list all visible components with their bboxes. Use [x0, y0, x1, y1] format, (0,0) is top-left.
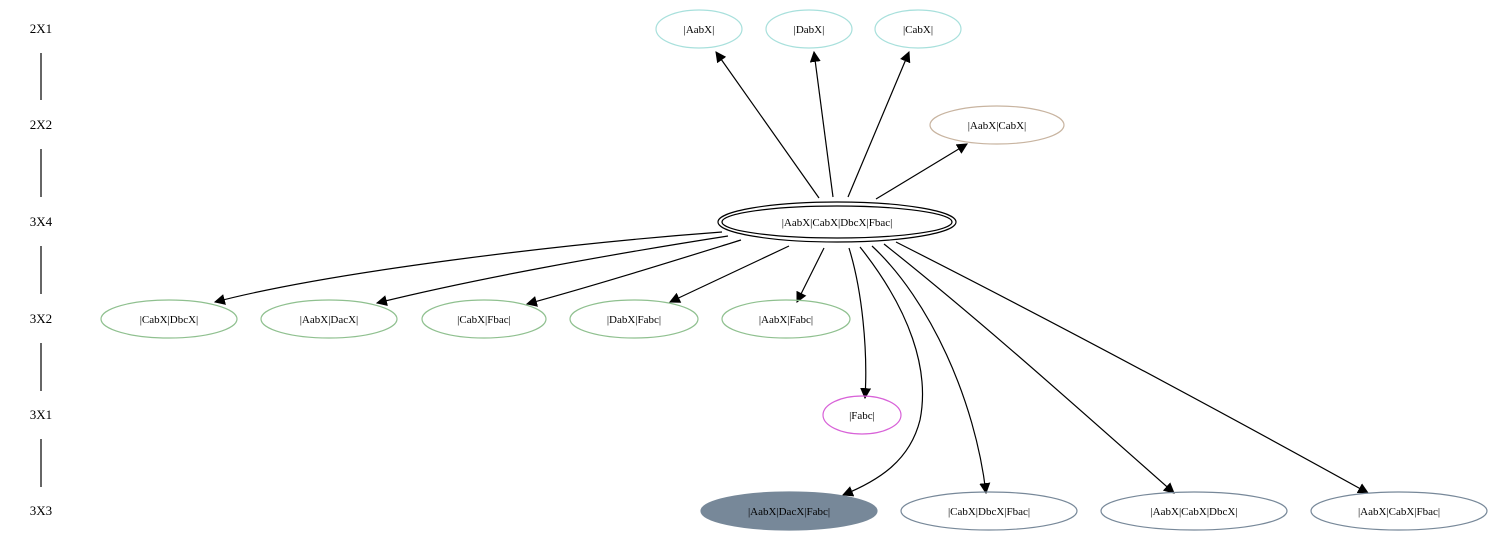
node-cabx-dbcx-fbac[interactable]: |CabX|DbcX|Fbac|: [900, 491, 1078, 531]
node-aabx-cabx-fbac[interactable]: |AabX|CabX|Fbac|: [1310, 491, 1488, 531]
node-label: |AabX|CabX|: [968, 120, 1027, 132]
node-layer: |AabX| |DabX| |CabX| |AabX|CabX| |AabX|C…: [100, 9, 1488, 531]
rank-label: 3X3: [30, 503, 52, 518]
node-label: |AabX|CabX|DbcX|Fbac|: [782, 217, 893, 229]
edge-root-to-cabx-dbcx: [213, 231, 723, 305]
node-aabx-cabx-dbcx[interactable]: |AabX|CabX|DbcX|: [1100, 491, 1288, 531]
rank-label: 3X4: [30, 214, 53, 229]
edge-root-to-aabx-dacx-fabc: [841, 246, 924, 497]
node-label: |CabX|DbcX|Fbac|: [948, 506, 1030, 518]
edge-root-to-cabx-fbac: [525, 239, 742, 307]
edge-root-to-aabx-cabx: [875, 143, 968, 200]
rank-label: 3X1: [30, 407, 52, 422]
node-aabx-dacx[interactable]: |AabX|DacX|: [260, 299, 398, 339]
node-label: |DabX|: [794, 24, 825, 36]
edge-root-to-cabx: [847, 50, 911, 198]
edge-root-to-fabc: [848, 247, 872, 400]
node-label: |Fabc|: [849, 410, 875, 422]
edge-layer: [213, 50, 1369, 497]
edge-root-to-aabx-fabc: [796, 247, 825, 303]
edge-root-to-cabx-dbcx-fbac: [871, 245, 991, 495]
edge-root-to-aabx: [715, 51, 820, 199]
rank-label: 3X2: [30, 311, 52, 326]
node-label: |AabX|DacX|Fabc|: [748, 506, 830, 518]
edge-root-to-aabx-cabx-dbcx: [883, 243, 1175, 494]
node-label: |DabX|Fabc|: [607, 314, 661, 326]
node-cabx-fbac[interactable]: |CabX|Fbac|: [421, 299, 547, 339]
node-root[interactable]: |AabX|CabX|DbcX|Fbac|: [717, 201, 957, 243]
node-cabx[interactable]: |CabX|: [874, 9, 962, 49]
node-label: |AabX|Fabc|: [759, 314, 813, 326]
node-label: |AabX|CabX|DbcX|: [1150, 506, 1237, 518]
node-cabx-dbcx[interactable]: |CabX|DbcX|: [100, 299, 238, 339]
node-aabx[interactable]: |AabX|: [655, 9, 743, 49]
node-label: |AabX|CabX|Fbac|: [1358, 506, 1440, 518]
rank-label: 2X1: [30, 21, 52, 36]
rank-label: 2X2: [30, 117, 52, 132]
node-label: |AabX|: [684, 24, 715, 36]
node-fabc[interactable]: |Fabc|: [822, 395, 902, 435]
rank-legend: 2X1 2X2 3X4 3X2 3X1 3X3: [30, 21, 53, 518]
node-label: |CabX|: [903, 24, 933, 36]
edge-root-to-aabx-dacx: [375, 235, 729, 306]
node-aabx-fabc[interactable]: |AabX|Fabc|: [721, 299, 851, 339]
edge-root-to-dabx-fabc: [669, 245, 790, 303]
node-aabx-dacx-fabc[interactable]: |AabX|DacX|Fabc|: [700, 491, 878, 531]
edge-root-to-aabx-cabx-fbac: [895, 241, 1369, 494]
edge-root-to-dabx: [809, 50, 834, 198]
node-label: |CabX|DbcX|: [140, 314, 199, 326]
node-label: |AabX|DacX|: [300, 314, 359, 326]
node-label: |CabX|Fbac|: [457, 314, 511, 326]
node-dabx[interactable]: |DabX|: [765, 9, 853, 49]
node-dabx-fabc[interactable]: |DabX|Fabc|: [569, 299, 699, 339]
node-aabx-cabx[interactable]: |AabX|CabX|: [929, 105, 1065, 145]
